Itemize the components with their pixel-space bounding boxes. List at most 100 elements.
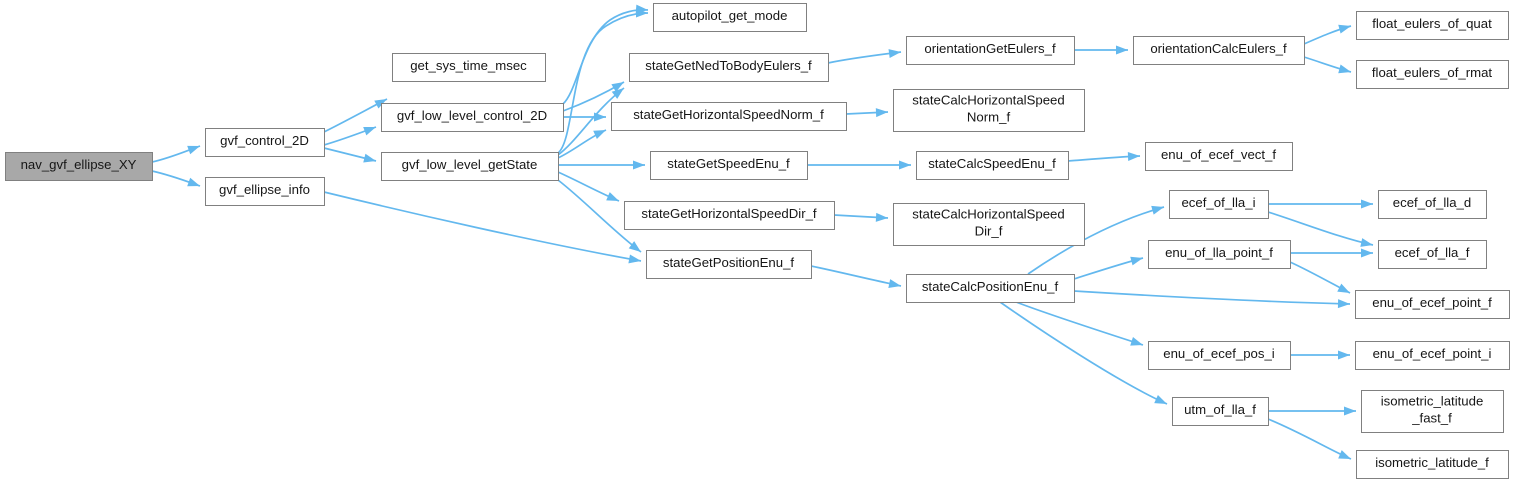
node-box[interactable]	[906, 274, 1075, 303]
node-label: ecef_of_lla_i	[1181, 195, 1255, 210]
graph-node-ecef_of_lla_d[interactable]: ecef_of_lla_d	[1378, 190, 1487, 219]
node-box[interactable]	[1355, 341, 1510, 370]
edge-stateCalcPositionEnu_f-to-utm_of_lla_f	[999, 301, 1168, 405]
node-box[interactable]	[1172, 397, 1269, 426]
arrowhead-icon	[899, 160, 911, 170]
graph-node-isometric_latitude_fast_f[interactable]: isometric_latitude_fast_f	[1361, 390, 1504, 433]
arrowhead-icon	[1338, 64, 1351, 74]
node-box[interactable]	[1356, 60, 1509, 89]
graph-node-enu_of_ecef_pos_i[interactable]: enu_of_ecef_pos_i	[1148, 341, 1291, 370]
node-label: stateGetNedToBodyEulers_f	[645, 58, 812, 73]
arrowhead-icon	[875, 108, 888, 118]
node-label: isometric_latitude_fast_f	[1381, 394, 1484, 426]
node-box[interactable]	[381, 103, 564, 132]
graph-node-enu_of_lla_point_f[interactable]: enu_of_lla_point_f	[1148, 240, 1291, 269]
graph-node-get_sys_time_msec[interactable]: get_sys_time_msec	[392, 53, 546, 82]
node-box[interactable]	[1356, 11, 1509, 40]
graph-node-stateGetNedToBodyEulers_f[interactable]: stateGetNedToBodyEulers_f	[629, 53, 829, 82]
node-box[interactable]	[653, 3, 807, 32]
node-box[interactable]	[1148, 240, 1291, 269]
node-box[interactable]	[624, 201, 835, 230]
node-label: nav_gvf_ellipse_XY	[21, 157, 137, 172]
node-label: stateGetHorizontalSpeedDir_f	[641, 206, 817, 221]
node-box[interactable]	[392, 53, 546, 82]
node-box[interactable]	[1145, 142, 1293, 171]
graph-node-isometric_latitude_f[interactable]: isometric_latitude_f	[1356, 450, 1509, 479]
node-box[interactable]	[1169, 190, 1269, 219]
node-box[interactable]	[1133, 36, 1305, 65]
node-box[interactable]	[1148, 341, 1291, 370]
node-box[interactable]	[893, 203, 1085, 246]
arrowhead-icon	[888, 49, 901, 59]
graph-node-enu_of_ecef_vect_f[interactable]: enu_of_ecef_vect_f	[1145, 142, 1293, 171]
arrowhead-icon	[363, 153, 376, 163]
graph-node-enu_of_ecef_point_i[interactable]: enu_of_ecef_point_i	[1355, 341, 1510, 370]
graph-node-float_eulers_of_quat[interactable]: float_eulers_of_quat	[1356, 11, 1509, 40]
graph-node-autopilot_get_mode[interactable]: autopilot_get_mode	[653, 3, 807, 32]
node-box[interactable]	[611, 102, 847, 131]
node-box[interactable]	[381, 152, 559, 181]
node-box[interactable]	[205, 177, 325, 206]
node-box[interactable]	[1356, 450, 1509, 479]
graph-node-ecef_of_lla_f[interactable]: ecef_of_lla_f	[1378, 240, 1487, 269]
arrowhead-icon	[187, 177, 200, 187]
graph-node-nav_gvf_ellipse_XY[interactable]: nav_gvf_ellipse_XY	[5, 152, 153, 181]
node-label: ecef_of_lla_d	[1393, 195, 1471, 210]
graph-node-gvf_control_2D[interactable]: gvf_control_2D	[205, 128, 325, 157]
arrowhead-icon	[1337, 283, 1350, 293]
graph-node-stateGetHorizontalSpeedDir_f[interactable]: stateGetHorizontalSpeedDir_f	[624, 201, 835, 230]
node-box[interactable]	[205, 128, 325, 157]
graph-node-stateGetHorizontalSpeedNorm_f[interactable]: stateGetHorizontalSpeedNorm_f	[611, 102, 847, 131]
node-label: stateGetSpeedEnu_f	[667, 156, 790, 171]
node-label: gvf_low_level_control_2D	[397, 108, 547, 123]
node-box[interactable]	[1378, 240, 1487, 269]
edge-gvf_low_level_control_2D-to-autopilot_get_mode	[562, 8, 649, 105]
graph-node-utm_of_lla_f[interactable]: utm_of_lla_f	[1172, 397, 1269, 426]
graph-node-stateCalcPositionEnu_f[interactable]: stateCalcPositionEnu_f	[906, 274, 1075, 303]
graph-node-orientationGetEulers_f[interactable]: orientationGetEulers_f	[906, 36, 1075, 65]
arrowhead-icon	[628, 241, 641, 252]
node-label: ecef_of_lla_f	[1395, 245, 1470, 260]
graph-node-stateGetSpeedEnu_f[interactable]: stateGetSpeedEnu_f	[650, 151, 808, 180]
arrowhead-icon	[1361, 199, 1373, 209]
arrowhead-icon	[611, 82, 624, 92]
node-label: orientationCalcEulers_f	[1150, 41, 1287, 56]
node-box[interactable]	[906, 36, 1075, 65]
graph-node-orientationCalcEulers_f[interactable]: orientationCalcEulers_f	[1133, 36, 1305, 65]
node-box[interactable]	[5, 152, 153, 181]
node-label: enu_of_ecef_pos_i	[1163, 346, 1275, 361]
graph-node-gvf_ellipse_info[interactable]: gvf_ellipse_info	[205, 177, 325, 206]
node-box[interactable]	[1355, 290, 1510, 319]
graph-node-stateGetPositionEnu_f[interactable]: stateGetPositionEnu_f	[646, 250, 812, 279]
node-label: stateGetPositionEnu_f	[663, 255, 795, 270]
edges-layer	[151, 4, 1374, 460]
node-label: autopilot_get_mode	[672, 8, 788, 23]
node-box[interactable]	[1361, 390, 1504, 433]
node-label: stateCalcPositionEnu_f	[922, 279, 1059, 294]
arrowhead-icon	[187, 145, 200, 155]
arrowhead-icon	[1130, 256, 1143, 266]
graph-node-gvf_low_level_control_2D[interactable]: gvf_low_level_control_2D	[381, 103, 564, 132]
node-label: get_sys_time_msec	[410, 58, 527, 73]
graph-node-float_eulers_of_rmat[interactable]: float_eulers_of_rmat	[1356, 60, 1509, 89]
node-box[interactable]	[646, 250, 812, 279]
graph-node-ecef_of_lla_i[interactable]: ecef_of_lla_i	[1169, 190, 1269, 219]
graph-node-enu_of_ecef_point_f[interactable]: enu_of_ecef_point_f	[1355, 290, 1510, 319]
arrowhead-icon	[888, 279, 901, 288]
node-box[interactable]	[1378, 190, 1487, 219]
arrowhead-icon	[374, 99, 387, 109]
graph-node-stateCalcSpeedEnu_f[interactable]: stateCalcSpeedEnu_f	[916, 151, 1069, 180]
node-label: gvf_control_2D	[220, 133, 309, 148]
node-box[interactable]	[893, 89, 1085, 132]
node-box[interactable]	[916, 151, 1069, 180]
node-box[interactable]	[650, 151, 808, 180]
node-label: enu_of_lla_point_f	[1165, 245, 1273, 260]
node-box[interactable]	[629, 53, 829, 82]
arrowhead-icon	[1151, 205, 1164, 215]
graph-node-gvf_low_level_getState[interactable]: gvf_low_level_getState	[381, 152, 559, 181]
